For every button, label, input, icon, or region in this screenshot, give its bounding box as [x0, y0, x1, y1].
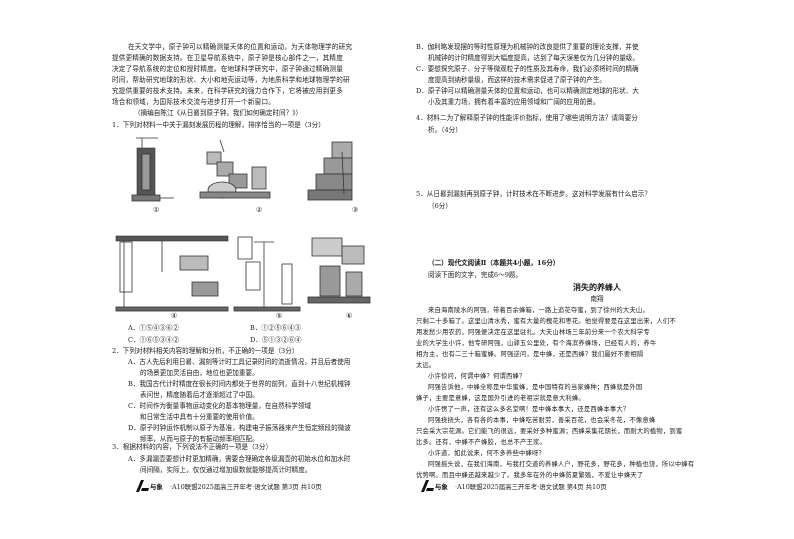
figure-label-5: ⑤: [276, 312, 283, 320]
q3-option-line: 机械钟的计时精度得到大幅度提高，达到了每天误差仅为几分钟的量级。: [428, 54, 639, 62]
right-page: B．伽利略发现摆的等时性原理为机械钟的改良提供了重要的理论支撑，并使机械钟的计时…: [400, 0, 794, 539]
figure-6: [307, 237, 371, 304]
q2-option-line: B．我国古代计时精度在很长时间内都处于世界的前列，直到十八世纪机械钟: [128, 380, 351, 388]
q2-option-line: 频率，从而与原子的有振动频率相匹配。: [140, 435, 259, 443]
q3-option-line: B．伽利略发现摆的等时性原理为机械钟的改良提供了重要的理论支撑，并使: [416, 43, 639, 51]
water-clock-illustrations: [115, 137, 371, 312]
figure-3: [307, 141, 353, 201]
q2-option-line: 和日常生活中具有十分重要的使用价值。: [140, 413, 259, 421]
passage-line: 在天文学中，原子钟可以精确测量天体的位置和运动，为天体物理学的研究: [128, 43, 353, 51]
figure-label-1: ①: [153, 206, 160, 214]
source-note: （摘编自陈江《从日晷到原子钟，我们如何确定时间？》）: [134, 109, 303, 117]
story-line: 比多。还有，中蜂不产蜂胶，也总不产王浆。: [416, 439, 546, 446]
footer-left: ·A10联盟2025届高三开年考·语文试题 第3页 共10页: [170, 483, 322, 491]
left-page: 在天文学中，原子钟可以精确测量天体的位置和运动，为天体物理学的研究提供更精确的数…: [112, 43, 371, 492]
q3-option-line: 度提高到纳秒量级，而这样的技术需求促进了原子钟的产生。: [428, 76, 607, 84]
q1-option-b: B．①②⑤⑥④③: [250, 324, 302, 332]
q3-option-line: D．原子钟可以精确测量天体的位置和运动，也可以精确测定地球的形状、大: [416, 87, 639, 95]
figure-label-2: ②: [256, 206, 263, 214]
passage-line: 提供更精确的数据支持。在卫星导航系统中，原子钟是核心部件之一，其精度: [112, 54, 343, 62]
story-author: 南翔: [590, 295, 604, 303]
q2-option-line: 表问世，精度随着后才逐渐超过了中国。: [140, 391, 259, 399]
figure-label-3: ③: [352, 206, 359, 214]
q1-option-a: A．①⑤④③⑥②: [128, 324, 179, 332]
q5-line-1: 5．从日晷到漏刻再到原子钟，计时技术在不断进步。这对科学发展有什么启示？: [416, 190, 651, 198]
figure-5: [233, 236, 301, 312]
q3-stem: 3．根据材料的内容，下列说法不正确的一项是（3分）: [112, 443, 273, 451]
figure-1: [131, 137, 174, 202]
story-line: 用发愁少用农药，阿强便决定在这里驻扎。大夫山林场三年前分来一个农大科学专: [416, 329, 650, 336]
figure-4: [115, 235, 229, 312]
story-line: 只会采大宗花源。它们能飞的很远，要采好多种蜜源；西蜂采集花期长，而耐大的植物，到…: [416, 428, 683, 435]
logo-icon: [136, 480, 149, 492]
story-line: 阿强摇头说，在我们海南，与我打交道的养蜂人户，野花多，野花多，种植也饶，所以中蜂…: [428, 461, 695, 468]
passage-line: 时间，帮助研究地球的形状、大小和地壳运动等，为地质科学和地球物理学的研: [112, 76, 350, 84]
story-line: 蜂子，主要是意蜂，这是国外引进的老祖宗就是意大利蜂。: [416, 395, 585, 402]
story-title: 消失的养蜂人: [573, 282, 621, 292]
q4-line-1: 4．材料二为了解释原子钟的性能评价指标，使用了哪些说明方法？请简要分: [416, 114, 638, 122]
passage-line: 场合和领域，为国际技术交流与进步打开一个新窗口。: [112, 98, 276, 106]
story-line: 优势啊。而且中蜂还越来越少了。我多年在外的中蜂防夏繁殖，不爱让中蜂天了: [416, 472, 644, 479]
q1-option-d: D．⑤①③②⑥④: [250, 336, 302, 344]
instruction: 阅读下面的文字，完成6～9题。: [428, 271, 523, 279]
figure-2: [199, 139, 271, 199]
footer-right: ·A10联盟2025届高三开年考·语文试题 第4页 共10页: [455, 483, 607, 491]
q2-stem: 2．下列对材料相关内容的理解和分析，不正确的一项是（3分）: [112, 347, 299, 355]
q2-option-line: A．古人先后利用日晷、漏刻等计时工具记录时间的流逝情况，并且后者使用: [128, 358, 351, 366]
logo-icon: [421, 480, 434, 492]
logo-text: 与象: [435, 483, 448, 491]
q1-stem: 1．下列对材料一中关于漏刻发展历程的理解，排序恰当的一项是（3分）: [112, 121, 325, 129]
q3-option-line: C．要想探究原子、分子等微观粒子的性质及其寿命，我们必须将时间的精确: [416, 65, 639, 73]
q3-option-a-line-2: 间间隔，实际上，仅仅通过增加级数就能够提高计时精度。: [140, 466, 312, 474]
logo-text: 与象: [150, 483, 163, 491]
passage-line: 决定了导航系统的定位和授时精度。在地球科学研究中，原子钟通过精确测量: [112, 65, 343, 73]
q2-option-line: C．时间作为衡量事物运动变化的基本物理量，在自然科学领域: [128, 402, 312, 410]
q3-option-a-line-1: A．多漏漏壶要想计时更加精确，需要合理确定各级漏壶的初始水位和加水时: [128, 455, 351, 463]
story-line: 阿强挠挠头，各有各的本事，中蜂吃苦耐劳，善采百花，也会采冬花，不像意蜂: [428, 417, 656, 424]
story-line: 只剩二十多箱了。这里山清水秀，蜜有大量的槐花和枣花。他觉得要是在这里出来，人们不: [416, 318, 676, 325]
story-line: 业的大学生小许，他专研阿强，山驿五公里处，有个海滨养蜂场，已经有人的，养牛: [416, 340, 657, 347]
story-line: 来自海南陵水的阿强，带着百余蜂箱，一路上追花夺蜜，到了徐州的大夫山，: [428, 307, 649, 314]
q1-option-c: C．①⑥⑤③④②: [128, 336, 180, 344]
q5-line-2: （6分）: [428, 202, 452, 210]
story-line: 太远。: [416, 362, 436, 369]
story-line: 相为主，也有二三十箱蜜蜂。阿强逆问，是中蜂，还是西蜂？我们最好不要相隔: [416, 351, 644, 358]
story-line: 小许愣了一声，还有这么多名堂啊！是中蜂本事大，还是西蜂本事大？: [428, 406, 630, 413]
q4-line-2: 析。（4分）: [428, 126, 462, 134]
figure-label-6: ⑥: [346, 312, 353, 320]
story-line: 小许惊问，何谓中蜂？何谓西蜂？: [428, 373, 526, 380]
figure-label-4: ④: [171, 312, 178, 320]
q2-option-line: D．原子时钟运作机制以原子为基准，构建电子振荡器来产生恒定频段的微波: [128, 424, 351, 432]
q2-option-line: 的场景更加灵活自由，地位也更加重要。: [140, 369, 259, 377]
passage-line: 究提供重要的技术支持。未来，在科学研究的强力合作下，它将被应用到更多: [112, 87, 343, 95]
section-heading: （二）现代文阅读Ⅱ（本题共4小题，16分）: [428, 259, 560, 267]
q3-option-line: 小及其重力场，拥有着丰富的应用领域和广阔的应用前景。: [428, 98, 600, 106]
story-line: 阿强告诉他，中蜂全称是中华蜜蜂，是中国特有的当家蜂种；西蜂就是外国: [428, 384, 643, 391]
story-line: 小许道，如此说来，何不多养些中蜂呀？: [428, 450, 545, 457]
